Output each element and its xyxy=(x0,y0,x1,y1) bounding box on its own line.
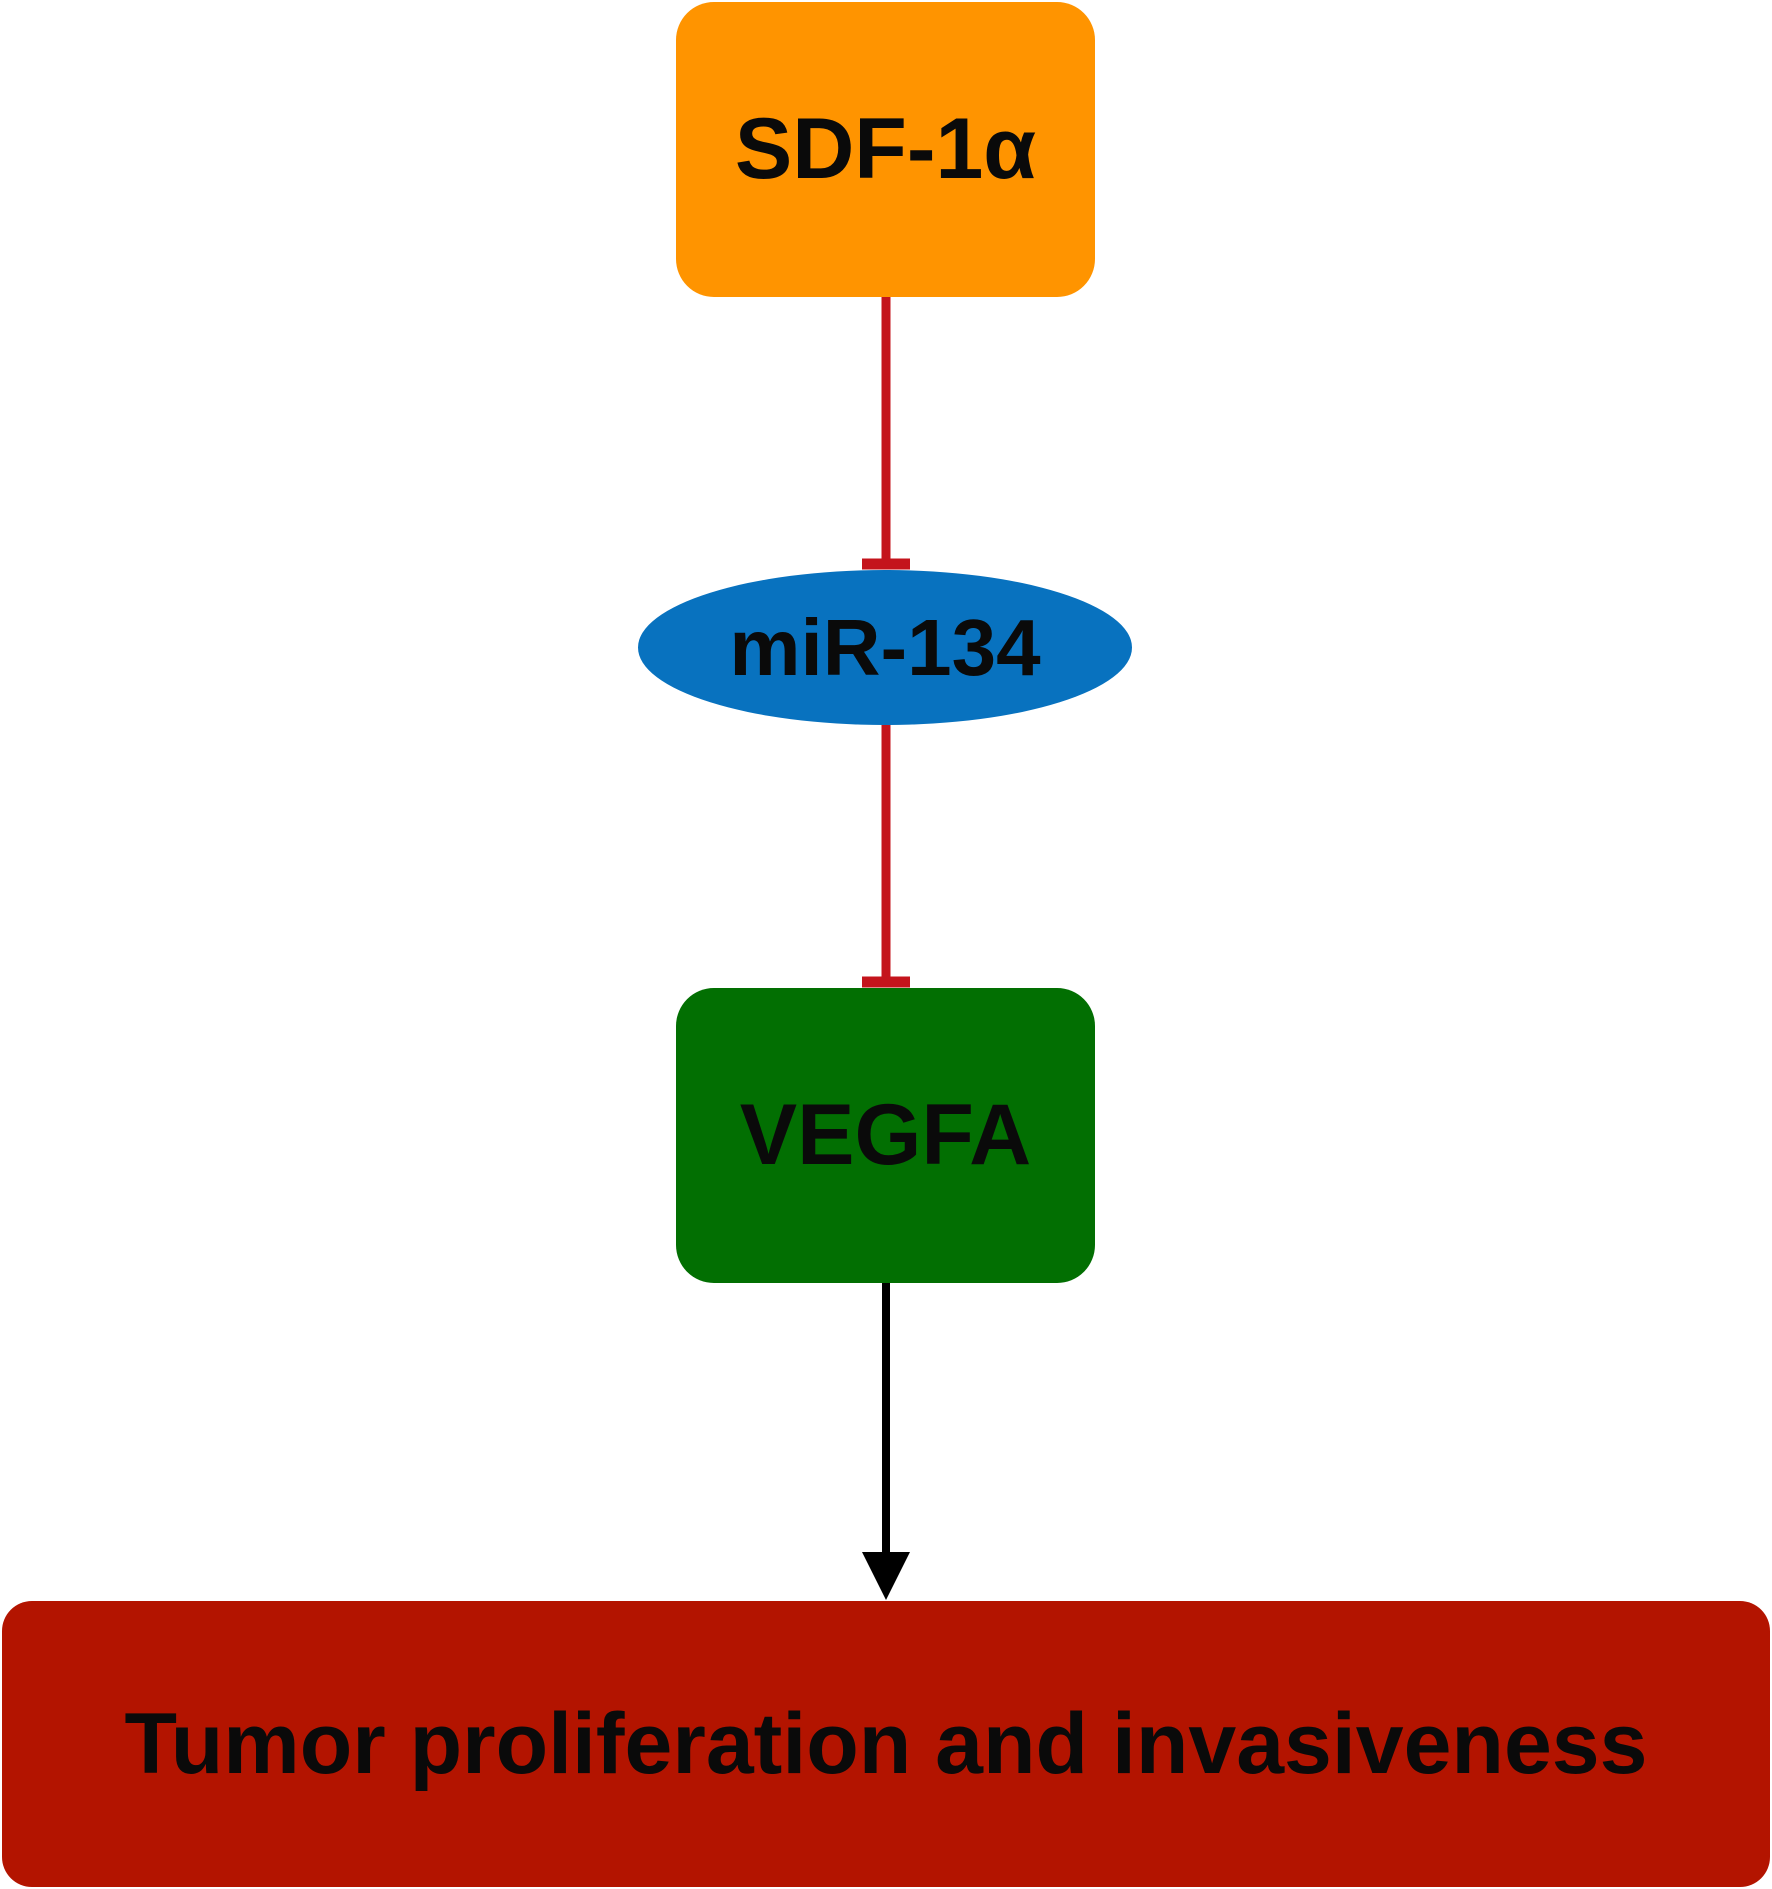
edge-sdf1a-inhibits-mir134 xyxy=(862,297,910,570)
node-outcome: Tumor proliferation and invasiveness xyxy=(2,1601,1770,1887)
node-label: Tumor proliferation and invasiveness xyxy=(124,1695,1648,1792)
arrowhead-icon xyxy=(862,1552,910,1600)
node-sdf1a: SDF-1α xyxy=(676,2,1095,297)
node-label: SDF-1α xyxy=(734,101,1037,197)
node-label: miR-134 xyxy=(729,602,1041,692)
node-label: VEGFA xyxy=(739,1087,1032,1183)
edge-mir134-inhibits-vegfa xyxy=(862,725,910,988)
node-mir134: miR-134 xyxy=(638,570,1132,725)
node-vegfa: VEGFA xyxy=(676,988,1095,1283)
edge-vegfa-activates-outcome xyxy=(862,1283,910,1600)
